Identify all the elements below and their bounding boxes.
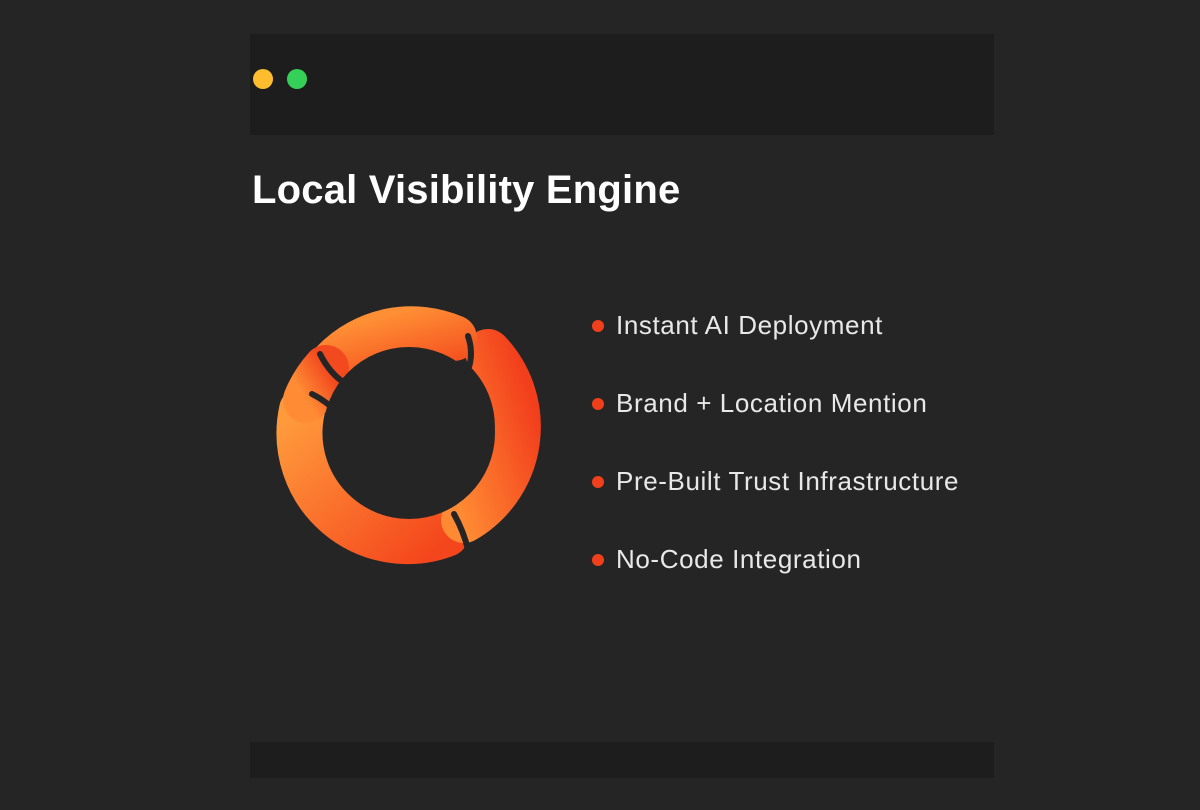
bullet-dot-icon <box>592 476 604 488</box>
list-item: No-Code Integration <box>592 539 992 617</box>
feature-label: Instant AI Deployment <box>616 310 883 340</box>
bullet-dot-icon <box>592 554 604 566</box>
feature-list: Instant AI Deployment Brand + Location M… <box>592 305 992 617</box>
bullet-dot-icon <box>592 320 604 332</box>
cycle-ring-icon <box>276 306 541 565</box>
list-item: Pre-Built Trust Infrastructure <box>592 461 992 539</box>
window-minimize-dot-icon[interactable] <box>253 69 273 89</box>
window-maximize-dot-icon[interactable] <box>287 69 307 89</box>
page-title: Local Visibility Engine <box>252 168 681 212</box>
window-title-bar <box>250 34 994 135</box>
feature-label: Pre-Built Trust Infrastructure <box>616 466 960 496</box>
bottom-bar <box>250 742 994 778</box>
bullet-dot-icon <box>592 398 604 410</box>
feature-label: No-Code Integration <box>616 544 862 574</box>
feature-label: Brand + Location Mention <box>616 388 928 418</box>
list-item: Instant AI Deployment <box>592 305 992 383</box>
list-item: Brand + Location Mention <box>592 383 992 461</box>
